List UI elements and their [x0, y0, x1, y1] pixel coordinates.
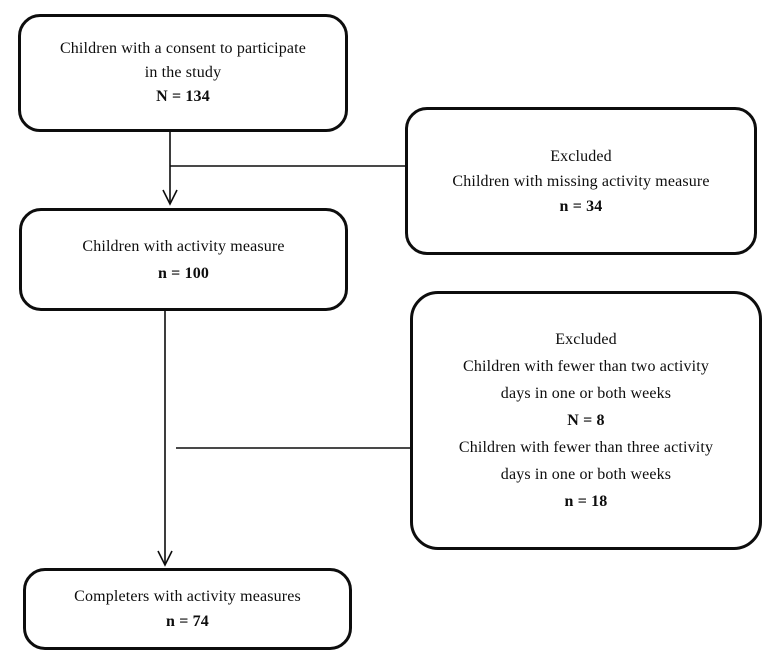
- activity-measure-box-text: Children with activity measure: [82, 237, 285, 255]
- excluded-fewer-box-title: Excluded: [555, 331, 617, 348]
- arrow-activity-to-completers-head: [157, 550, 173, 567]
- excluded-missing-box-title: Excluded: [550, 147, 612, 165]
- excluded-fewer-box-count2: n = 18: [564, 493, 608, 510]
- excluded-missing-box: Excluded Children with missing activity …: [405, 107, 757, 255]
- consent-box-count: N = 134: [156, 88, 210, 105]
- excluded-fewer-box-count1: N = 8: [567, 412, 605, 429]
- excluded-fewer-box-reason1: Children with fewer than two activity: [463, 358, 709, 375]
- completers-box-count: n = 74: [166, 613, 209, 630]
- excluded-missing-box-count: n = 34: [559, 197, 603, 215]
- excluded-fewer-days-box: Excluded Children with fewer than two ac…: [410, 291, 762, 550]
- consent-box-text: Children with a consent to participate: [59, 40, 307, 57]
- excluded-fewer-box-reason2: days in one or both weeks: [500, 466, 672, 483]
- excluded-fewer-box-reason2: Children with fewer than three activity: [458, 439, 714, 456]
- completers-box: Completers with activity measures n = 74: [23, 568, 352, 650]
- consent-box: Children with a consent to participate i…: [18, 14, 348, 132]
- activity-measure-box: Children with activity measure n = 100: [19, 208, 348, 311]
- excluded-missing-box-reason: Children with missing activity measure: [452, 172, 710, 190]
- excluded-fewer-box-reason1: days in one or both weeks: [500, 385, 672, 402]
- activity-measure-box-count: n = 100: [157, 264, 210, 282]
- consent-box-text: in the study: [144, 64, 222, 81]
- completers-box-text: Completers with activity measures: [74, 588, 301, 605]
- arrow-consent-to-activity-head: [162, 189, 178, 206]
